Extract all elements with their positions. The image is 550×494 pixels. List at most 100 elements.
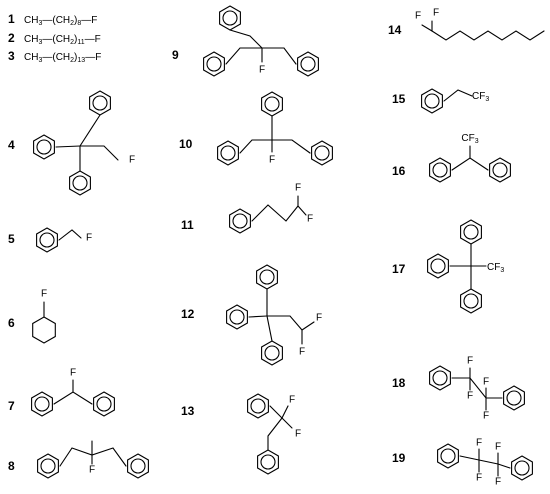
compound-number-10: 10 <box>179 137 193 151</box>
fluorine-atom-label: F <box>129 155 135 166</box>
chain-bonds <box>59 447 127 467</box>
phenyl-ring-right <box>297 51 319 77</box>
fluorine-atom-label: F <box>467 356 473 367</box>
chain-bonds <box>53 391 93 405</box>
fluorine-atom-label: F <box>86 233 92 244</box>
chain-bonds <box>79 145 119 161</box>
compound-number-5: 5 <box>8 232 15 246</box>
fluorine-atom-label: F <box>41 289 47 300</box>
bond-line <box>266 315 273 342</box>
phenyl-ring-top <box>460 219 482 245</box>
bond-line <box>301 321 315 331</box>
fluorine-atom-label: F <box>316 313 322 324</box>
fluorine-atom-label: F <box>259 65 265 76</box>
phenyl-ring-bottom <box>460 288 482 314</box>
fluorine-atom-label: F <box>70 368 76 379</box>
chain-bonds <box>251 204 299 222</box>
phenyl-ring-left <box>203 51 225 77</box>
fluorine-atom-label: F <box>495 477 501 488</box>
phenyl-ring-right <box>93 391 115 417</box>
cyclohexane-ring <box>32 316 56 344</box>
chain-bonds <box>267 405 283 451</box>
trifluoromethyl-label: CF3 <box>461 133 478 145</box>
bond-line <box>281 417 293 429</box>
compound-number-9: 9 <box>172 48 179 62</box>
phenyl-ring-left <box>31 391 53 417</box>
compound-number-14: 14 <box>388 23 402 37</box>
linear-formula-3: CH3—(CH2)13—F <box>24 52 101 64</box>
compound-number-6: 6 <box>8 316 15 330</box>
compound-number-4: 4 <box>8 138 15 152</box>
phenyl-ring-top <box>219 5 241 31</box>
phenyl-ring-right <box>489 157 511 183</box>
phenyl-ring-left <box>226 304 248 330</box>
phenyl-ring-bottom <box>257 449 279 475</box>
chain-bonds <box>239 139 311 154</box>
fluorine-atom-label: F <box>269 155 275 166</box>
fluorine-atom-label: F <box>307 214 313 225</box>
phenyl-ring-left <box>37 453 59 479</box>
phenyl-ring-right <box>311 140 333 166</box>
chain-bonds <box>266 315 303 331</box>
phenyl-ring-right <box>511 455 533 481</box>
phenyl-ring-left <box>429 157 451 183</box>
phenyl-ring-top <box>261 91 283 117</box>
bond-line <box>281 405 289 419</box>
chain-bonds <box>229 29 263 49</box>
bond-line <box>248 315 268 318</box>
fluorine-atom-label: F <box>476 473 482 484</box>
phenyl-ring-left <box>437 443 459 469</box>
bond-line <box>421 24 433 32</box>
fluorine-atom-label: F <box>495 442 501 453</box>
chain-bonds <box>443 89 473 102</box>
fluorine-atom-label: F <box>295 429 301 440</box>
chain-bonds <box>451 157 489 171</box>
fluorine-atom-label: F <box>295 183 301 194</box>
phenyl-ring-left <box>429 365 451 391</box>
fluorine-atom-label: F <box>483 377 489 388</box>
phenyl-ring-right <box>127 453 149 479</box>
fluorine-atom-label: F <box>476 438 482 449</box>
fluorine-atom-label: F <box>415 11 421 22</box>
fluorine-atom-label: F <box>433 8 439 19</box>
compound-number-12: 12 <box>181 307 195 321</box>
linear-formulas: CH3—(CH2)8—F CH3—(CH2)11—F CH3—(CH2)13—F <box>24 15 101 64</box>
trifluoromethyl-label: CF3 <box>487 262 504 274</box>
chain-bonds <box>225 47 297 65</box>
bond-line <box>297 205 307 216</box>
phenyl-ring-right <box>503 385 525 411</box>
chain-bonds <box>451 377 503 399</box>
fluorine-atom-label: F <box>467 391 473 402</box>
bond-lines <box>43 20 545 477</box>
bond-line <box>55 145 81 148</box>
phenyl-ring-left <box>427 253 449 279</box>
compound-number-2: 2 <box>8 31 15 45</box>
fluorine-atom-label: F <box>483 411 489 422</box>
phenyl-ring-left <box>217 140 239 166</box>
compound-number-1: 1 <box>8 12 15 26</box>
phenyl-ring-top <box>256 264 278 290</box>
chain-bonds <box>431 30 545 41</box>
chain-bonds <box>459 455 511 469</box>
phenyl-ring-left <box>33 134 55 160</box>
phenyl-ring-bottom <box>261 340 283 366</box>
fluorine-atom-label: F <box>89 465 95 476</box>
phenyl-ring <box>229 208 251 234</box>
compound-number-8: 8 <box>8 459 15 473</box>
phenyl-ring-top <box>89 90 111 116</box>
compound-number-7: 7 <box>8 399 15 413</box>
linear-formula-1: CH3—(CH2)8—F <box>24 15 97 27</box>
compound-number-16: 16 <box>392 164 406 178</box>
phenyl-ring-bottom <box>69 170 91 196</box>
trifluoromethyl-label: CF3 <box>472 91 489 103</box>
phenyl-ring-top <box>247 393 269 419</box>
phenyl-ring <box>36 227 58 253</box>
compound-number-15: 15 <box>392 92 406 106</box>
compound-number-11: 11 <box>181 218 194 232</box>
fluorine-atom-label: F <box>299 347 305 358</box>
linear-formula-2: CH3—(CH2)11—F <box>24 34 101 46</box>
compound-number-13: 13 <box>181 404 195 418</box>
